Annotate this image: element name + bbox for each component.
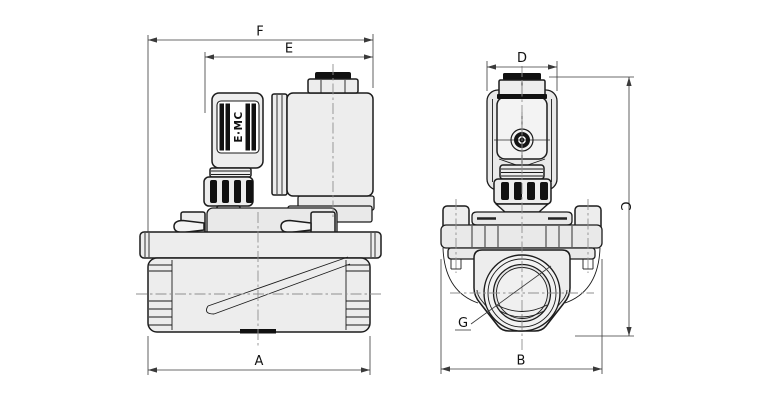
dimension-a: A bbox=[147, 336, 371, 375]
centerlines-side bbox=[136, 64, 383, 346]
side-view: E·MC bbox=[136, 25, 383, 375]
clip-right bbox=[280, 219, 312, 234]
dim-label-a: A bbox=[255, 354, 264, 369]
bonnet-side bbox=[139, 207, 382, 259]
dim-label-f: F bbox=[256, 25, 263, 40]
cable-gland-front bbox=[493, 164, 552, 213]
dim-label-d: D bbox=[517, 51, 527, 66]
dimension-g-leader: G bbox=[455, 265, 552, 331]
dimension-f: F bbox=[147, 25, 374, 232]
dim-label-c: C bbox=[617, 201, 632, 210]
valve-body-side bbox=[147, 256, 371, 334]
flow-passage bbox=[206, 256, 351, 315]
dimension-e: E bbox=[204, 42, 373, 113]
bolt-bottoms bbox=[450, 259, 594, 270]
cable-gland-side bbox=[203, 167, 254, 215]
dimension-b: B bbox=[440, 259, 603, 374]
dim-label-b: B bbox=[517, 354, 526, 369]
dim-label-e: E bbox=[285, 42, 293, 57]
centerlines-front bbox=[450, 66, 594, 350]
front-view: D C B G bbox=[440, 51, 634, 374]
dimension-d: D bbox=[486, 51, 558, 91]
dimension-c: C bbox=[549, 76, 634, 337]
brand-label: E·MC bbox=[233, 111, 245, 142]
brand-label-plate: E·MC bbox=[216, 100, 260, 154]
dim-label-g: G bbox=[458, 316, 468, 331]
din-connector: E·MC bbox=[211, 92, 264, 169]
coil-side bbox=[271, 92, 374, 197]
port-threads-left bbox=[149, 264, 172, 326]
port-circle bbox=[483, 254, 561, 332]
port-threads-right bbox=[346, 264, 369, 326]
clip-left bbox=[173, 219, 205, 234]
